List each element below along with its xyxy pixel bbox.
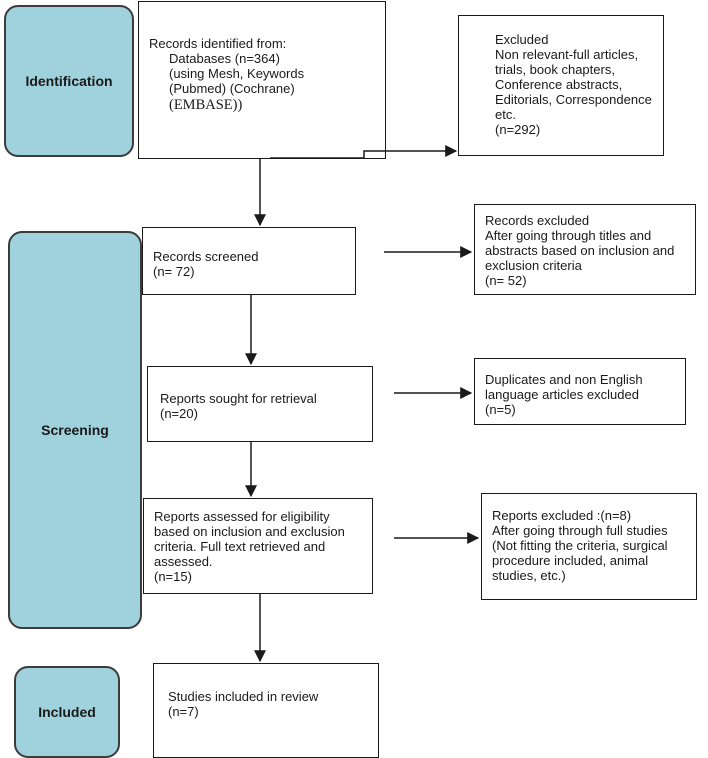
records-identified-box: Records identified from: Databases (n=36… [138, 1, 386, 159]
excluded-line: Conference abstracts, [495, 77, 623, 92]
records-screened-line: Records screened [153, 249, 259, 264]
reports-assessed-line: criteria. Full text retrieved and [154, 539, 326, 554]
records-identified-line: (EMBASE)) [169, 97, 243, 113]
reports-assessed-box: Reports assessed for eligibility based o… [143, 498, 373, 594]
reports-sought-line: Reports sought for retrieval [160, 391, 317, 406]
records-excluded-box: Records excluded After going through tit… [474, 204, 696, 295]
reports-assessed-line: based on inclusion and exclusion [154, 524, 345, 539]
reports-excluded-line: procedure included, animal [492, 553, 649, 568]
duplicates-excluded-line: (n=5) [485, 402, 516, 417]
studies-included-box: Studies included in review (n=7) [153, 663, 379, 758]
records-identified-line: Databases (n=364) [169, 51, 280, 66]
reports-excluded-line: After going through full studies [492, 523, 668, 538]
excluded-identification-box: Excluded Non relevant-full articles, tri… [458, 15, 664, 156]
records-excluded-line: exclusion criteria [485, 258, 582, 273]
records-excluded-line: Records excluded [485, 213, 590, 228]
duplicates-excluded-line: Duplicates and non English [485, 372, 643, 387]
studies-included-line: (n=7) [168, 704, 199, 719]
duplicates-excluded-box: Duplicates and non English language arti… [474, 358, 686, 425]
reports-assessed-line: Reports assessed for eligibility [154, 509, 330, 524]
phase-included: Included [14, 666, 120, 758]
reports-assessed-line: (n=15) [154, 569, 192, 584]
records-screened-line: (n= 72) [153, 264, 195, 279]
records-identified-line: (Pubmed) (Cochrane) [169, 81, 295, 96]
studies-included-line: Studies included in review [168, 689, 319, 704]
excluded-line: Editorials, Correspondence [495, 92, 652, 107]
phase-identification: Identification [4, 5, 134, 157]
excluded-line: Excluded [495, 32, 549, 47]
records-identified-line: (using Mesh, Keywords [169, 66, 305, 81]
excluded-line: etc. [495, 107, 516, 122]
duplicates-excluded-line: language articles excluded [485, 387, 639, 402]
excluded-line: trials, book chapters, [495, 62, 615, 77]
arrow-to-excluded [270, 145, 458, 159]
records-excluded-line: (n= 52) [485, 273, 527, 288]
reports-sought-box: Reports sought for retrieval (n=20) [147, 366, 373, 442]
excluded-line: (n=292) [495, 122, 541, 137]
reports-excluded-line: (Not fitting the criteria, surgical [492, 538, 668, 553]
records-screened-box: Records screened (n= 72) [142, 227, 356, 295]
records-excluded-line: abstracts based on inclusion and [485, 243, 675, 258]
excluded-line: Non relevant-full articles, [495, 47, 639, 62]
reports-excluded-box: Reports excluded :(n=8) After going thro… [481, 493, 697, 600]
records-excluded-line: After going through titles and [485, 228, 652, 243]
reports-excluded-line: Reports excluded :(n=8) [492, 508, 632, 523]
reports-excluded-line: studies, etc.) [492, 568, 566, 583]
phase-screening: Screening [8, 231, 142, 629]
records-identified-heading: Records identified from: [149, 36, 287, 51]
reports-sought-line: (n=20) [160, 406, 198, 421]
reports-assessed-line: assessed. [154, 554, 213, 569]
